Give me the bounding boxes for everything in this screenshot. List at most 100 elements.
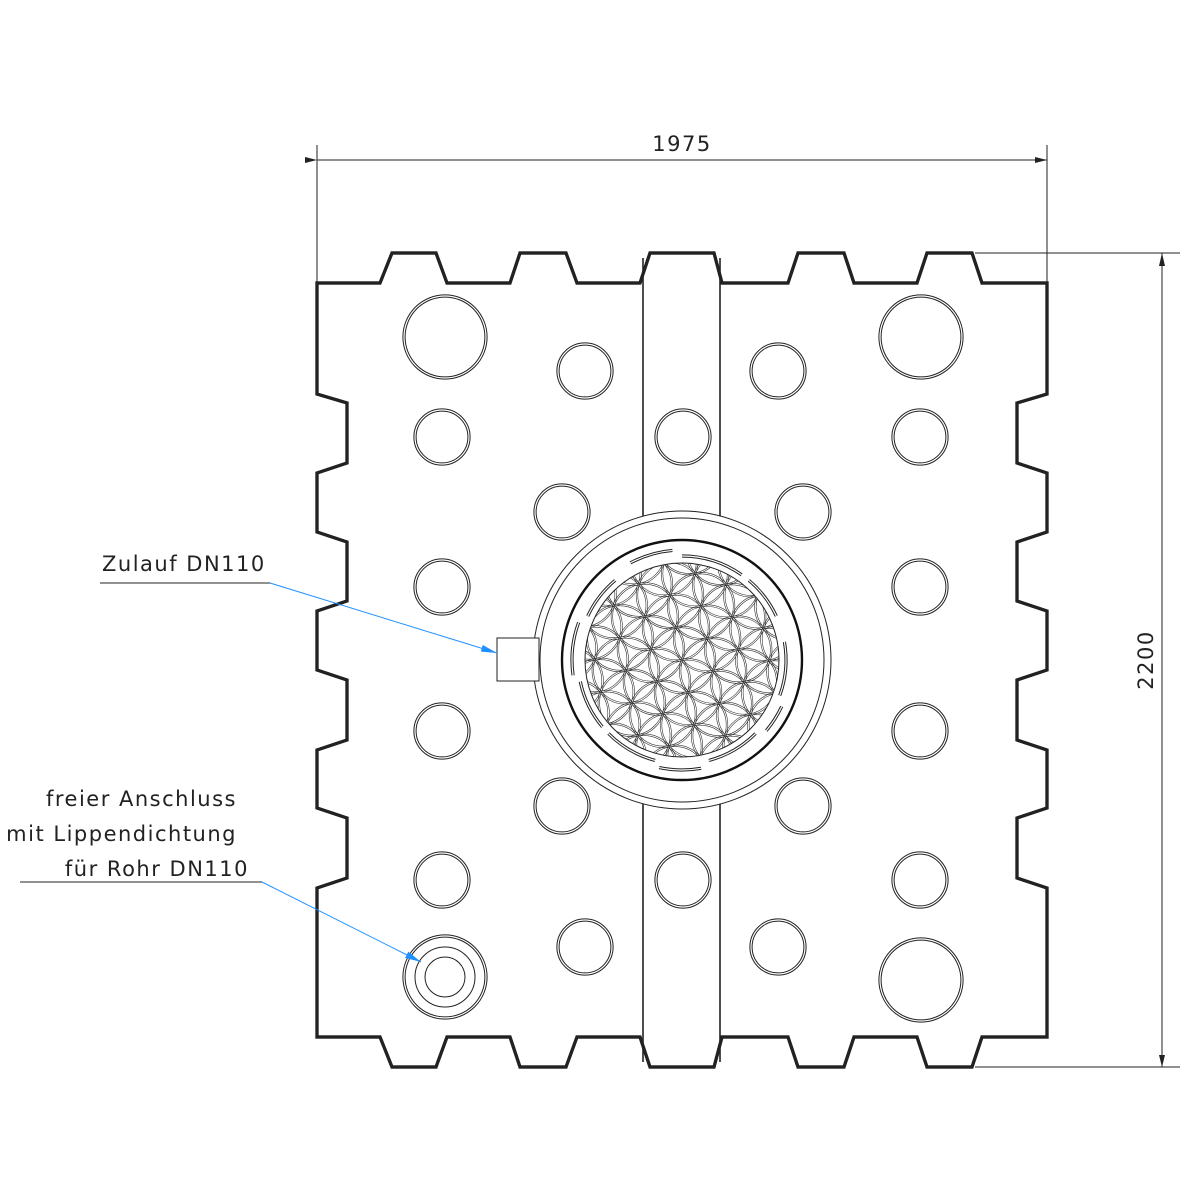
filter-slot (708, 732, 757, 763)
column-ring (413, 851, 471, 909)
free-connection-label-line-1: freier Anschluss (46, 787, 237, 811)
mesh-circle (593, 637, 659, 703)
mesh-circle (662, 563, 728, 607)
column-ring (774, 483, 832, 541)
mesh-circle (766, 637, 779, 706)
mesh-circle (687, 563, 753, 585)
mesh-circle (585, 691, 640, 757)
mesh-circle (723, 563, 779, 630)
column-ring (749, 918, 807, 976)
mesh-circle (598, 563, 667, 586)
mesh-circle (631, 563, 697, 596)
mesh-circle (585, 690, 641, 757)
mesh-circle (686, 563, 755, 587)
column-ring (533, 483, 591, 541)
filter-slot (778, 641, 788, 697)
mesh-circle (723, 714, 779, 757)
height-dimension-label: 2200 (1134, 630, 1158, 689)
mesh-circle (591, 636, 660, 705)
column-ring-large (878, 294, 964, 380)
mesh-circle (606, 563, 672, 617)
mesh-circle (767, 639, 779, 705)
mesh-circle (585, 646, 604, 715)
column-ring (654, 851, 712, 909)
mesh-circle (585, 615, 597, 681)
mesh-circle (711, 649, 777, 715)
mesh-circle (680, 638, 746, 704)
mesh-circle (679, 636, 748, 706)
mesh-circle (661, 692, 727, 757)
mesh-circle (609, 733, 678, 757)
mesh-circle (585, 563, 642, 608)
mesh-circle (618, 616, 684, 682)
mesh-circle (628, 679, 698, 748)
filter-slot (681, 554, 743, 577)
mesh-circle (585, 680, 609, 746)
mesh-circle (635, 563, 705, 630)
mesh-circle (599, 670, 665, 736)
mesh-circle (647, 625, 717, 695)
column-ring (891, 702, 949, 760)
mesh-circle (698, 583, 767, 652)
mesh-circle (666, 572, 736, 641)
mesh-circle (585, 626, 628, 692)
mesh-circle (585, 614, 598, 683)
free-connection-annotation: freier Anschluss mit Lippendichtung für … (6, 787, 422, 963)
column-ring (413, 408, 471, 466)
mesh-circle (705, 617, 771, 683)
mesh-circle (674, 606, 740, 672)
mesh-circle (755, 574, 779, 640)
mesh-circle (630, 681, 696, 747)
mesh-circle (656, 563, 722, 574)
mesh-circle (685, 669, 754, 738)
filter-slot (747, 579, 778, 617)
column-ring (533, 777, 591, 835)
mesh-circle (605, 702, 671, 757)
mesh-circle (629, 563, 699, 597)
column-ring (556, 918, 614, 976)
filter-slot (629, 548, 673, 565)
mesh-circle (641, 593, 711, 662)
mesh-circle (585, 563, 617, 629)
mesh-circle (699, 584, 765, 650)
mesh-circle (747, 691, 779, 757)
width-dimension: 1975 (305, 132, 1048, 282)
mesh-circle (686, 670, 752, 736)
filter-slot (765, 705, 784, 732)
mesh-circle (672, 604, 742, 673)
mesh-circle (600, 563, 666, 585)
mesh-circle (667, 724, 733, 757)
mesh-circle (643, 595, 709, 661)
mesh-circle (655, 659, 721, 725)
mesh-circle (724, 563, 779, 629)
free-connection-label-line-2: mit Lippendichtung (6, 822, 237, 846)
column-ring (654, 408, 712, 466)
mesh-circle (642, 746, 708, 757)
filter-slot (570, 621, 581, 676)
mesh-circle (587, 605, 653, 671)
mesh-circle (611, 735, 677, 757)
height-dimension: 2200 (975, 252, 1180, 1068)
support-columns (402, 294, 964, 1023)
mesh-circle (692, 703, 758, 757)
inlet-label: Zulauf DN110 (102, 552, 266, 576)
filter-slots (570, 548, 788, 772)
mesh-circle (760, 605, 779, 674)
mesh-circle (668, 573, 734, 639)
column-ring (749, 342, 807, 400)
mesh-circle (610, 582, 679, 651)
filter-slot (586, 579, 617, 617)
mesh-circle (704, 615, 773, 684)
mesh-circle (637, 563, 703, 628)
filter-mesh-flower-pattern (585, 563, 779, 757)
column-ring (413, 558, 471, 616)
mesh-circle (659, 690, 729, 757)
mesh-circle (640, 744, 710, 757)
column-ring (891, 851, 949, 909)
column-ring (774, 777, 832, 835)
filter-slot (658, 766, 702, 772)
mesh-circle (748, 692, 779, 757)
mesh-circle (722, 712, 779, 757)
mesh-circle (585, 563, 641, 606)
